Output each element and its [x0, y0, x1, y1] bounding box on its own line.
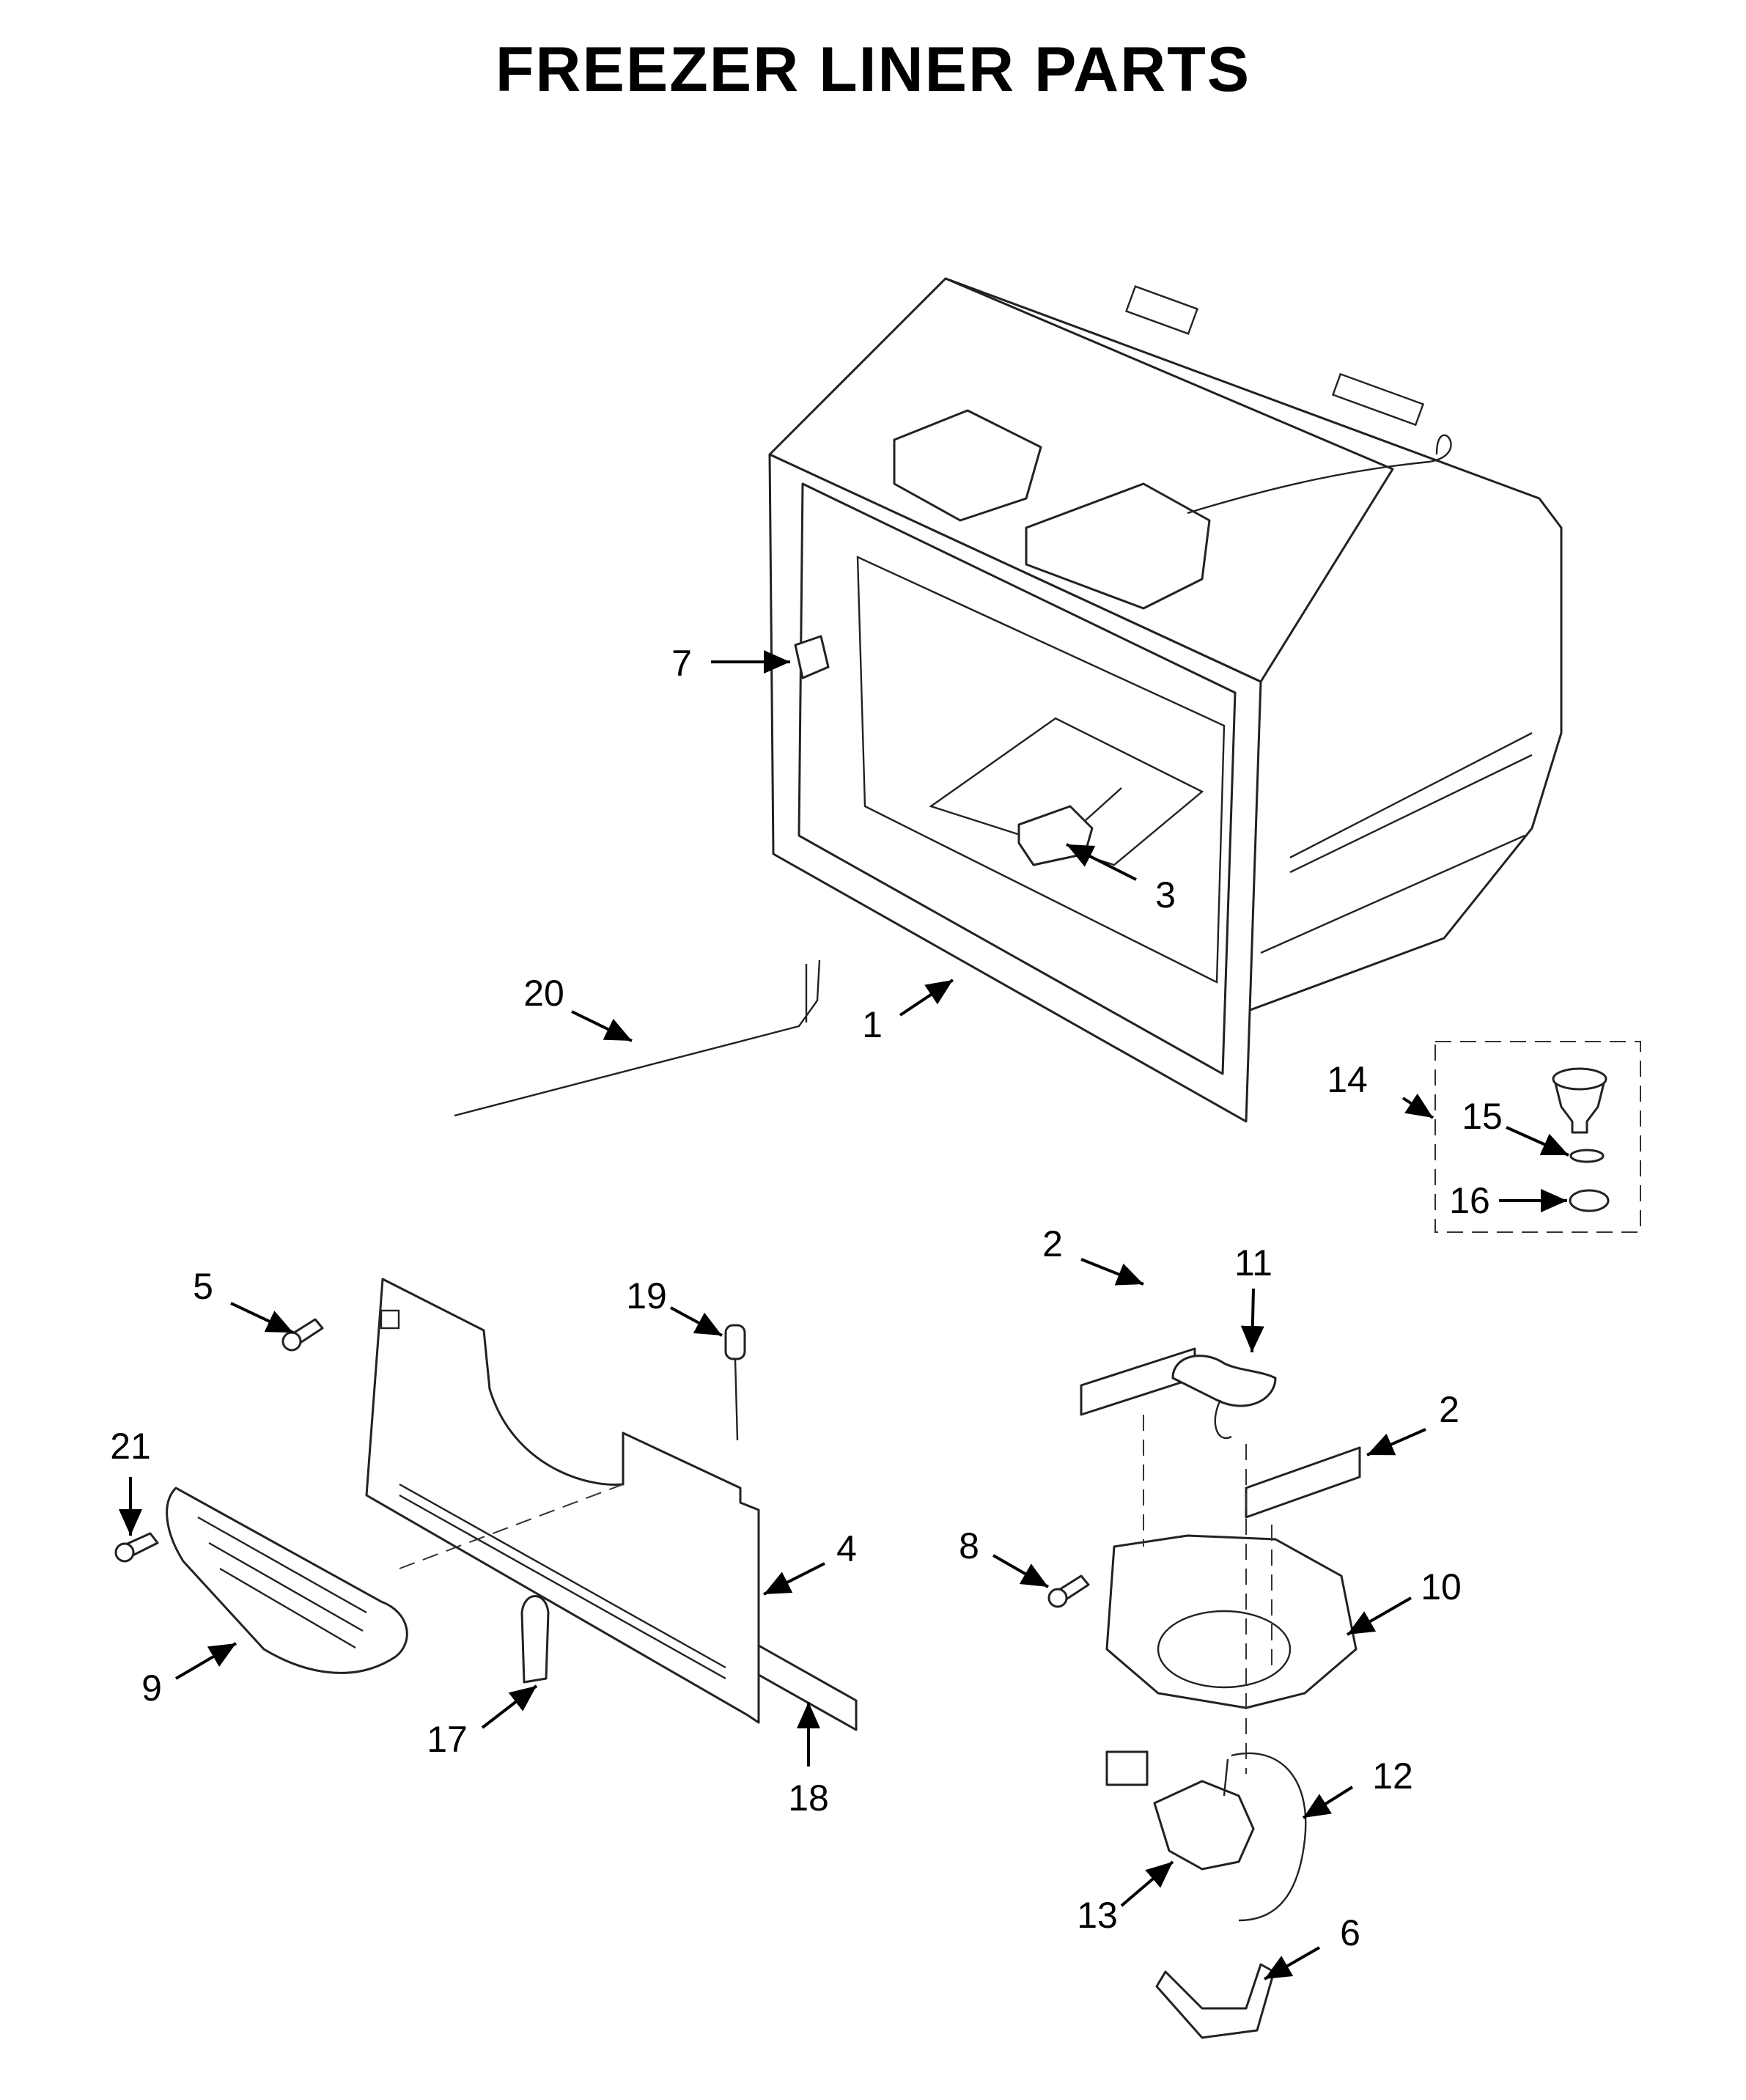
- callout-label-16: 16: [1449, 1180, 1490, 1221]
- grille-part: [114, 1486, 408, 1674]
- callout-label-18: 18: [788, 1777, 829, 1819]
- diagram-title: FREEZER LINER PARTS: [495, 34, 1251, 105]
- fan-shroud-part: [1105, 1534, 1358, 1709]
- callout-arrow-11: [1240, 1288, 1264, 1353]
- callout-label-5: 5: [193, 1266, 213, 1307]
- screw-part: [281, 1318, 324, 1352]
- callout-arrow-6: [1264, 1946, 1320, 1981]
- callout-arrow-13: [1120, 1860, 1174, 1907]
- callout-label-14: 14: [1327, 1059, 1368, 1100]
- fan-blade-part: [1171, 1355, 1277, 1440]
- callout-arrow-17: [481, 1684, 538, 1729]
- wire-harness-part: [454, 959, 821, 1117]
- callout-arrow-9: [174, 1642, 237, 1680]
- callout-labels: 7 3 1 20 14 15 16 2 11 2 5 19 21 8 4 10 …: [110, 643, 1503, 1953]
- callout-label-1: 1: [862, 1004, 883, 1045]
- callout-arrows: [119, 650, 1569, 1981]
- callout-arrow-2a: [1080, 1258, 1144, 1286]
- callout-arrow-15: [1506, 1126, 1569, 1157]
- callout-arrow-5: [230, 1302, 294, 1334]
- motor-bracket-part: [1155, 1963, 1275, 2039]
- drain-kit-part: [1434, 1041, 1641, 1233]
- callout-label-9: 9: [141, 1668, 162, 1709]
- callout-label-10: 10: [1421, 1566, 1462, 1607]
- rear-cover-part: [365, 1278, 858, 1731]
- fan-motor-part: [1105, 1750, 1307, 1922]
- callout-arrow-4: [763, 1562, 825, 1596]
- callout-arrow-10: [1347, 1596, 1412, 1636]
- freezer-liner-part: [768, 277, 1563, 1123]
- callout-label-13: 13: [1077, 1895, 1118, 1936]
- callout-arrow-1: [899, 979, 954, 1017]
- callout-label-6: 6: [1340, 1912, 1360, 1953]
- callout-label-15: 15: [1462, 1096, 1503, 1137]
- callout-arrow-20: [571, 1010, 633, 1042]
- callout-arrow-19: [670, 1306, 723, 1337]
- callout-label-20: 20: [523, 973, 564, 1014]
- callout-label-3: 3: [1155, 874, 1176, 915]
- clip-part: [520, 1595, 550, 1684]
- callout-label-21: 21: [110, 1426, 151, 1467]
- callout-label-12: 12: [1372, 1755, 1413, 1797]
- callout-label-17: 17: [427, 1719, 468, 1760]
- callout-arrow-8: [992, 1554, 1049, 1588]
- callout-label-8: 8: [959, 1525, 979, 1566]
- callout-label-4: 4: [836, 1528, 857, 1569]
- callout-label-19: 19: [626, 1275, 667, 1316]
- callout-arrow-12: [1302, 1786, 1354, 1819]
- alignment-lines: [399, 1415, 1272, 1774]
- callout-label-7: 7: [671, 643, 692, 684]
- callout-arrow-3: [1066, 843, 1137, 881]
- callout-label-2b: 2: [1439, 1389, 1459, 1430]
- thermistor-part: [724, 1324, 746, 1441]
- switch-part: [794, 635, 830, 679]
- callout-arrow-2b: [1366, 1428, 1426, 1456]
- callout-label-2a: 2: [1042, 1223, 1063, 1264]
- callout-label-11: 11: [1234, 1242, 1272, 1283]
- mount-screw-part: [1047, 1574, 1090, 1608]
- callout-arrow-14: [1401, 1093, 1434, 1119]
